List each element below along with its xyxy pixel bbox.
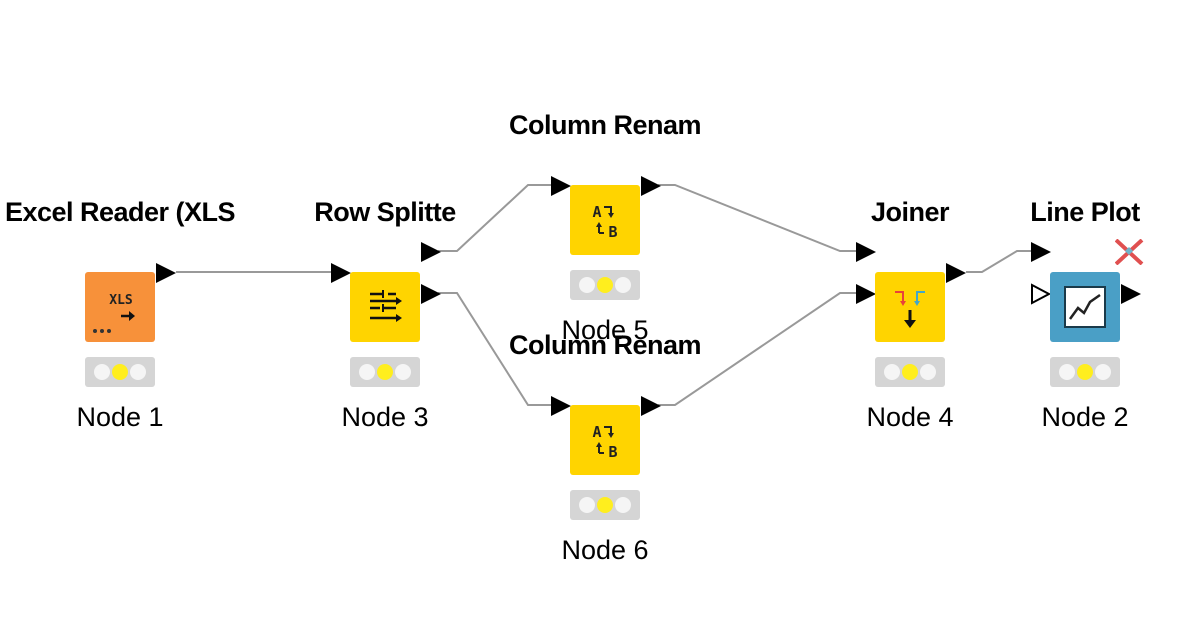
node-label[interactable]: Node 1 xyxy=(76,402,164,432)
status-traffic-light xyxy=(85,357,155,387)
connection-node4-node2[interactable] xyxy=(966,250,1035,273)
line-plot-icon xyxy=(1064,286,1106,328)
column-rename-icon: A B xyxy=(592,203,617,241)
node-column-rename-6[interactable]: Column Renam A B Node 6 xyxy=(475,325,735,605)
status-traffic-light xyxy=(875,357,945,387)
node-column-rename-5[interactable]: Column Renam A B Node 5 xyxy=(475,105,735,385)
node-title: Excel Reader (XLS xyxy=(4,197,236,227)
input-port-optional[interactable] xyxy=(1030,283,1054,305)
status-traffic-light xyxy=(570,490,640,520)
output-port-bottom[interactable] xyxy=(420,283,446,305)
svg-text:B: B xyxy=(608,223,617,241)
excel-reader-icon: XLS xyxy=(93,293,135,333)
status-traffic-light xyxy=(1050,357,1120,387)
joiner-node-icon[interactable] xyxy=(875,272,945,342)
output-port[interactable] xyxy=(640,395,666,417)
column-rename-node-icon[interactable]: A B xyxy=(570,185,640,255)
input-port[interactable] xyxy=(550,175,574,197)
node-excel-reader[interactable]: Excel Reader (XLS XLS Node 1 xyxy=(0,192,250,472)
node-label[interactable]: Node 2 xyxy=(1041,402,1129,432)
input-port-top[interactable] xyxy=(855,241,879,263)
excel-reader-node-icon[interactable]: XLS xyxy=(85,272,155,342)
node-title: Joiner xyxy=(870,197,950,227)
connection-node6-node4[interactable] xyxy=(658,292,858,406)
red-x-icon xyxy=(1115,239,1144,265)
column-rename-node-icon[interactable]: A B xyxy=(570,405,640,475)
node-title: Row Splitte xyxy=(314,197,456,227)
node-title: Column Renam xyxy=(508,330,702,360)
node-joiner[interactable]: Joiner Node 4 xyxy=(780,192,1040,472)
node-label[interactable]: Node 5 xyxy=(561,315,649,345)
joiner-icon xyxy=(895,291,925,328)
node-title: Column Renam xyxy=(508,110,702,140)
status-traffic-light xyxy=(570,270,640,300)
input-port[interactable] xyxy=(330,262,354,284)
connection-node3-node6[interactable] xyxy=(438,292,552,406)
output-port[interactable] xyxy=(640,175,666,197)
input-port-bottom[interactable] xyxy=(855,283,879,305)
input-port-top[interactable] xyxy=(1030,241,1054,263)
row-splitter-node-icon[interactable] xyxy=(350,272,420,342)
node-label[interactable]: Node 6 xyxy=(561,535,649,565)
connection-node5-node4[interactable] xyxy=(658,184,858,252)
svg-text:A: A xyxy=(592,423,601,441)
output-port[interactable] xyxy=(155,262,181,284)
svg-text:XLS: XLS xyxy=(109,293,133,308)
output-port[interactable] xyxy=(1120,283,1146,305)
node-label[interactable]: Node 3 xyxy=(341,402,429,432)
output-port[interactable] xyxy=(945,262,971,284)
connection-node3-node5[interactable] xyxy=(438,184,552,252)
status-traffic-light xyxy=(350,357,420,387)
svg-text:B: B xyxy=(608,443,617,461)
node-title: Line Plot xyxy=(1030,197,1140,227)
row-splitter-icon xyxy=(370,290,402,322)
output-port-top[interactable] xyxy=(420,241,446,263)
input-port[interactable] xyxy=(550,395,574,417)
node-row-splitter[interactable]: Row Splitte Node 3 xyxy=(255,192,515,472)
svg-text:A: A xyxy=(592,203,601,221)
line-plot-node-icon[interactable] xyxy=(1050,272,1120,342)
node-label[interactable]: Node 4 xyxy=(866,402,954,432)
node-line-plot[interactable]: Line Plot Node 2 xyxy=(955,192,1200,472)
column-rename-icon: A B xyxy=(592,423,617,461)
